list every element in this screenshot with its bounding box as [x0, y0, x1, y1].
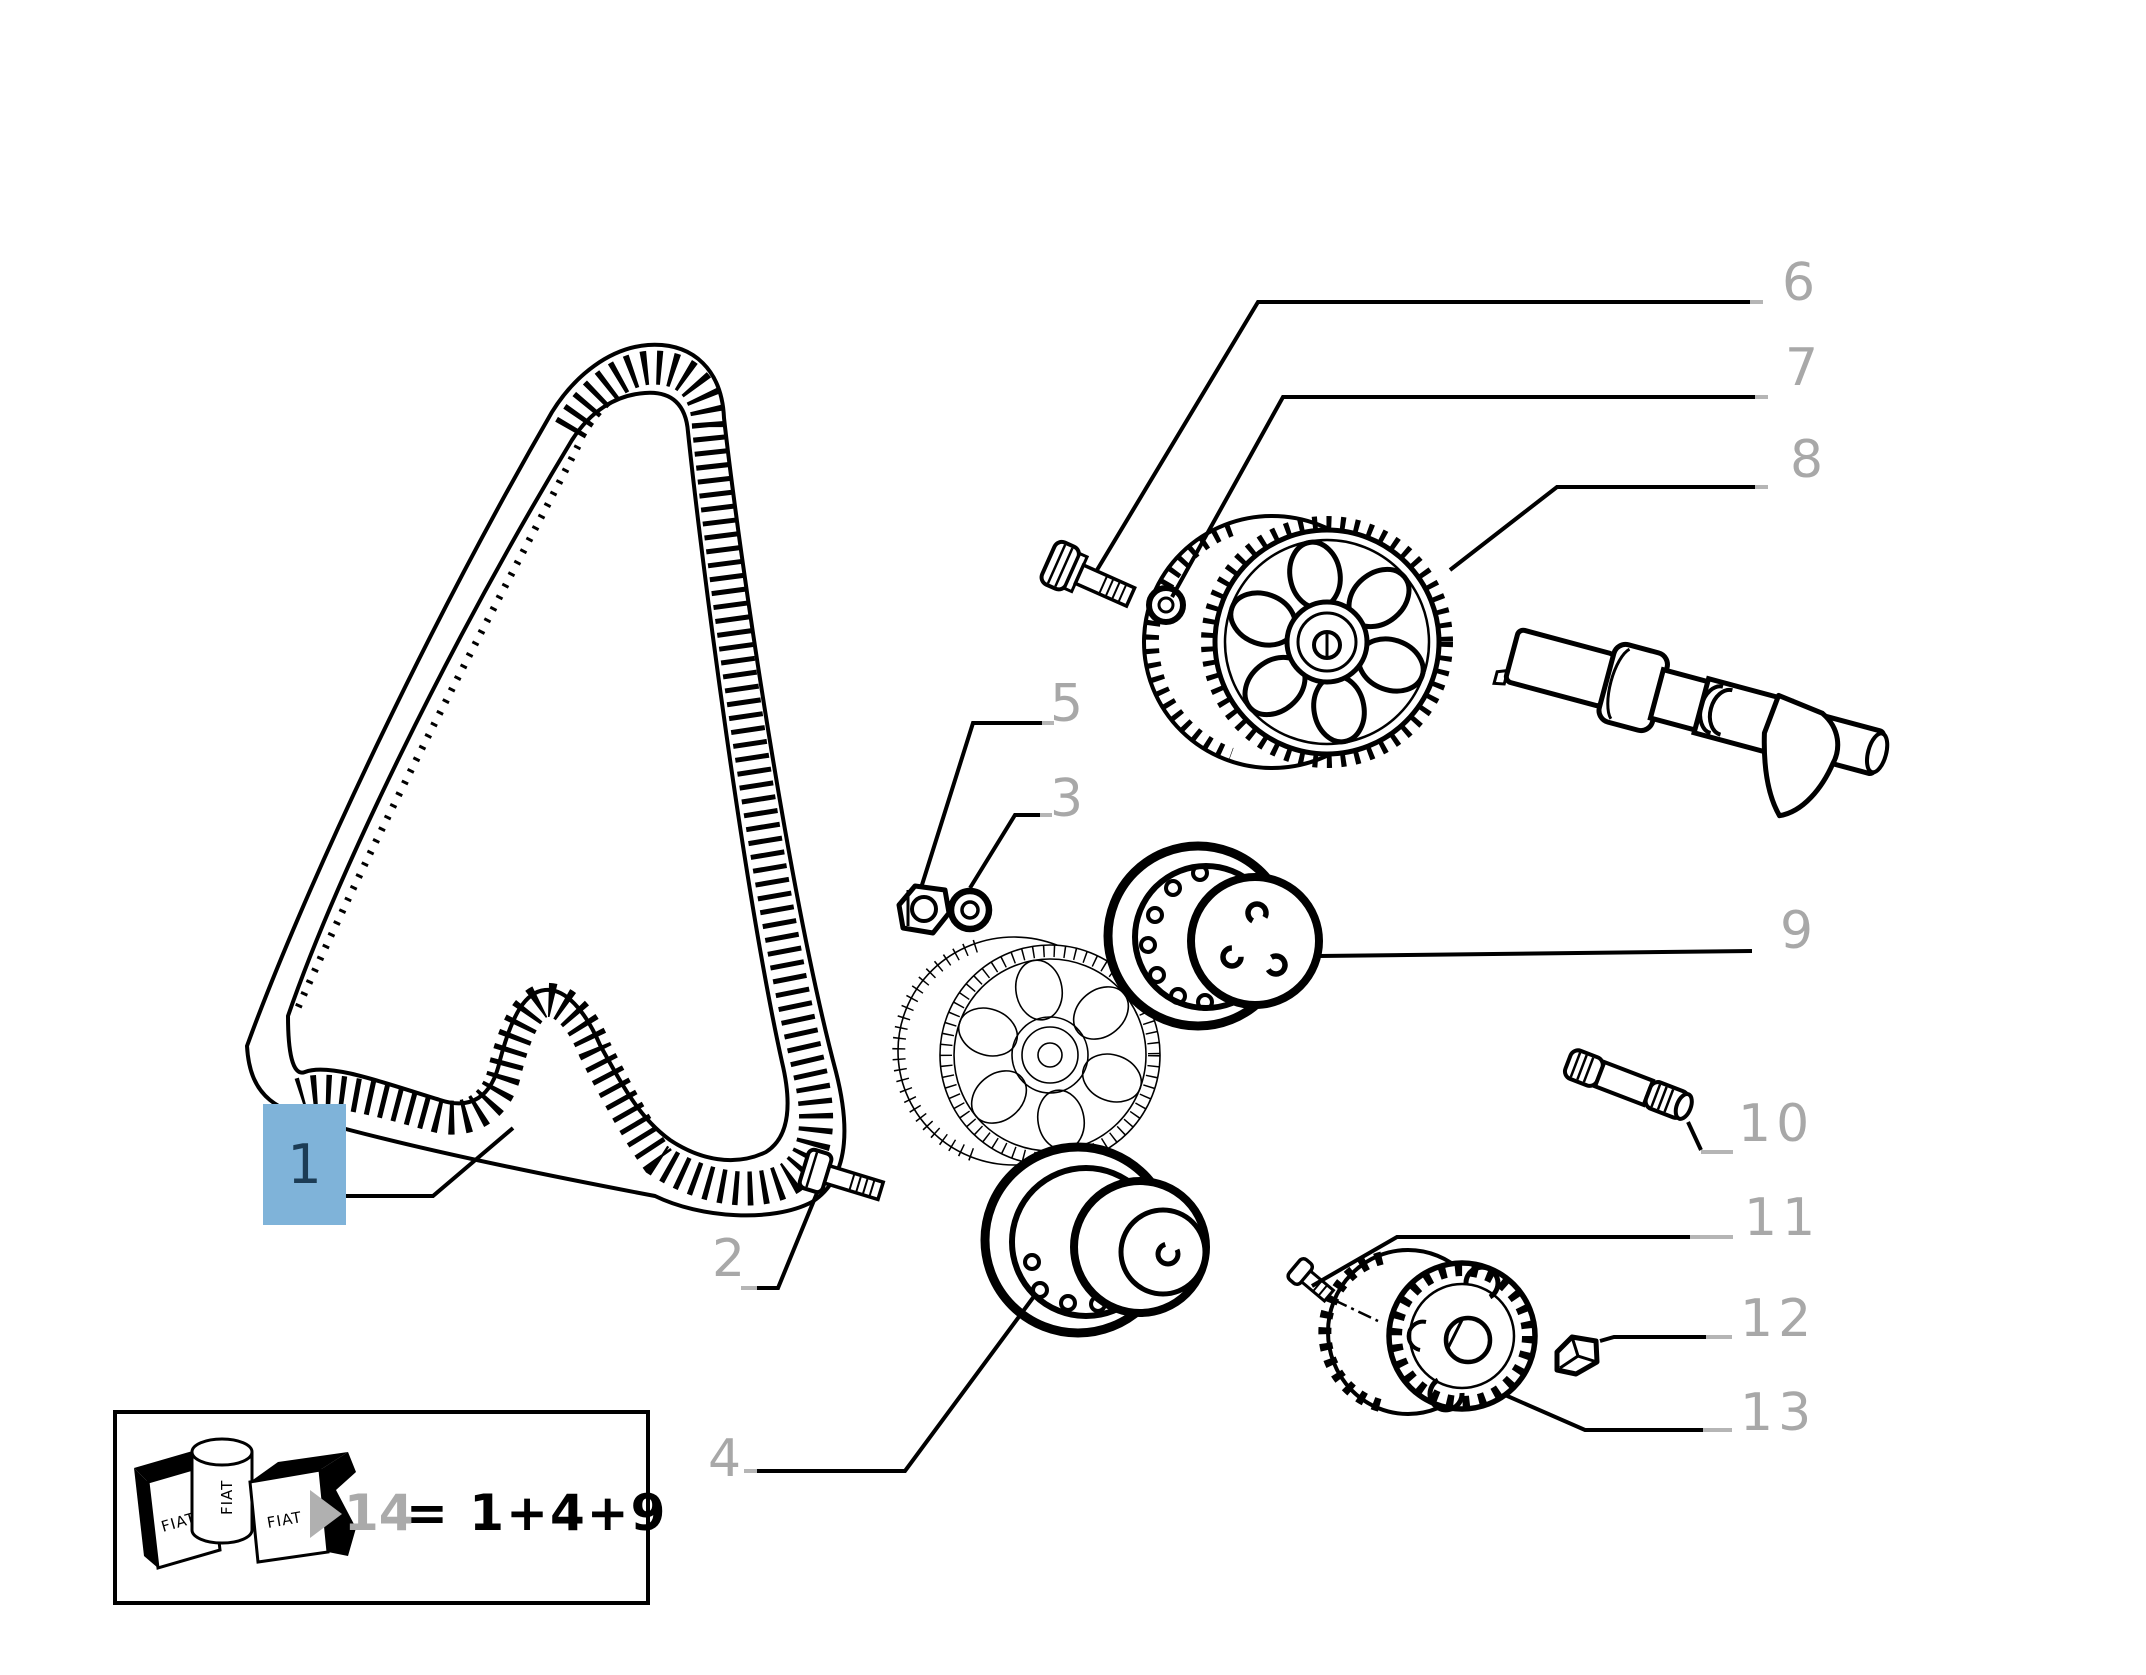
fiat-parts-box-right: FIAT — [248, 1452, 356, 1564]
leader-2 — [757, 1192, 819, 1290]
timing-belt — [244, 342, 847, 1218]
bearing-balls — [1139, 864, 1214, 1011]
callout-6[interactable]: 6 — [1782, 253, 1821, 313]
callout-8[interactable]: 8 — [1790, 430, 1829, 490]
leader-8 — [1448, 485, 1755, 572]
leader-10 — [1686, 1121, 1703, 1151]
crankshaft-pinion — [1318, 1248, 1538, 1416]
fiat-logo: FIAT — [218, 1480, 236, 1515]
leader-4 — [757, 1293, 1037, 1473]
belt-teeth — [294, 350, 834, 1206]
legend-kit-formula: = 1+4+9 — [406, 1484, 668, 1542]
camshaft — [1492, 627, 1890, 819]
callout-1-highlighted[interactable]: 1 — [263, 1104, 346, 1225]
callout-12[interactable]: 12 — [1740, 1289, 1817, 1349]
fiat-oil-can: FIAT — [190, 1437, 254, 1545]
stud-10 — [1562, 1048, 1694, 1121]
woodruff-key-12 — [1554, 1334, 1600, 1377]
assembly-axis-line — [1333, 1298, 1379, 1323]
callout-4[interactable]: 4 — [708, 1429, 747, 1489]
callout-11[interactable]: 11 — [1744, 1188, 1821, 1248]
leader-5 — [919, 721, 1042, 889]
leader-lines — [346, 300, 1768, 1473]
callout-10[interactable]: 10 — [1738, 1094, 1815, 1154]
callout-13[interactable]: 13 — [1740, 1383, 1817, 1443]
nut-5 — [896, 883, 952, 936]
kit-arrow-icon — [310, 1490, 342, 1538]
water-pump-gear-ghost — [892, 936, 1161, 1166]
fiat-logo: FIAT — [266, 1508, 304, 1532]
leader-13 — [1504, 1393, 1703, 1432]
leader-1 — [346, 1126, 515, 1198]
leader-12 — [1599, 1335, 1706, 1343]
tensioner-pulley-lower — [980, 1142, 1210, 1338]
bolt-6 — [1039, 539, 1137, 609]
camshaft-gear — [1142, 514, 1453, 770]
tensioner-pulley-upper — [1103, 841, 1323, 1031]
legend-kit-number[interactable]: 14 — [344, 1484, 414, 1542]
washer-3 — [947, 887, 993, 933]
leader-6 — [1095, 300, 1750, 572]
callout-9[interactable]: 9 — [1780, 901, 1819, 961]
leader-7 — [1170, 395, 1755, 598]
callout-label: 1 — [287, 1133, 322, 1196]
washer-7 — [1146, 585, 1186, 625]
callout-5[interactable]: 5 — [1050, 674, 1089, 734]
belt-tooth-tips — [292, 444, 582, 1014]
legend-kit-box: FIAT FIAT FIAT — [113, 1410, 650, 1605]
bolt-2 — [797, 1147, 886, 1202]
leader-11 — [1311, 1235, 1690, 1288]
callout-2[interactable]: 2 — [712, 1229, 751, 1289]
leader-9 — [1318, 949, 1753, 958]
callout-7[interactable]: 7 — [1785, 338, 1824, 398]
callout-3[interactable]: 3 — [1050, 769, 1089, 829]
leader-3 — [968, 813, 1040, 890]
